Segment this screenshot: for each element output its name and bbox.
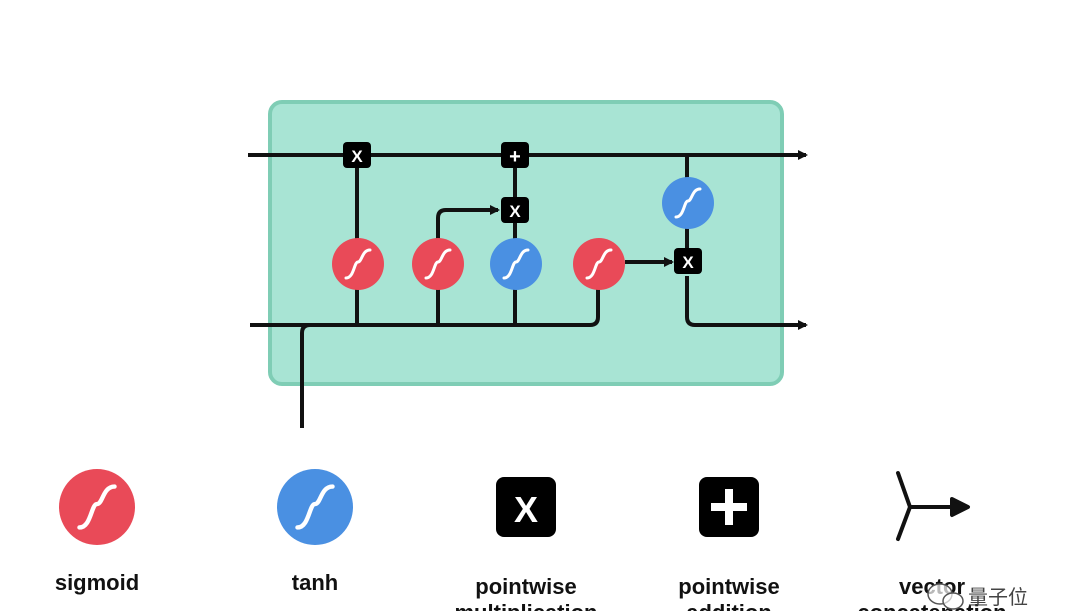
legend-label-concatenation-2: concatenation: [857, 600, 1006, 611]
wechat-icon: [927, 583, 964, 610]
hidden-input-line: [250, 286, 600, 327]
tanh-node-cell: [662, 177, 714, 229]
multiply-op-output: X: [674, 248, 702, 274]
watermark: 量子位: [927, 583, 1028, 610]
legend-item-addition: pointwise addition: [678, 477, 780, 611]
sigmoid-node-input: [412, 238, 464, 290]
add-op-cell: +: [501, 142, 529, 168]
legend-item-tanh: tanh: [277, 469, 353, 595]
sigmoid-icon: [59, 469, 135, 545]
multiply-op-input: X: [501, 197, 529, 223]
input-gate-line: [436, 205, 500, 325]
connection-lines: [248, 150, 808, 428]
legend-label-addition-2: addition: [686, 600, 772, 611]
legend: sigmoid tanh X pointwise multiplication …: [55, 469, 1007, 611]
sigmoid-node-forget: [332, 238, 384, 290]
tanh-icon: [277, 469, 353, 545]
legend-label-tanh: tanh: [292, 570, 338, 595]
tanh-node-candidate: [490, 238, 542, 290]
legend-label-multiplication-2: multiplication: [455, 600, 598, 611]
multiply-icon: [496, 477, 556, 537]
legend-item-multiplication: X pointwise multiplication: [455, 477, 598, 611]
multiply-symbol: X: [682, 253, 694, 272]
legend-label-multiplication-1: pointwise: [475, 574, 576, 599]
multiply-symbol: X: [509, 202, 521, 221]
legend-label-sigmoid: sigmoid: [55, 570, 139, 595]
x-input-line: [300, 323, 311, 428]
svg-text:X: X: [514, 489, 538, 530]
add-symbol: +: [509, 146, 521, 168]
watermark-text: 量子位: [968, 585, 1028, 609]
legend-item-sigmoid: sigmoid: [55, 469, 139, 595]
legend-label-addition-1: pointwise: [678, 574, 779, 599]
sigmoid-node-output: [573, 238, 625, 290]
multiply-symbol: X: [351, 147, 363, 166]
multiply-op-forget: X: [343, 142, 371, 168]
hidden-output-line: [685, 276, 808, 330]
vector-concat-icon: [896, 471, 970, 541]
